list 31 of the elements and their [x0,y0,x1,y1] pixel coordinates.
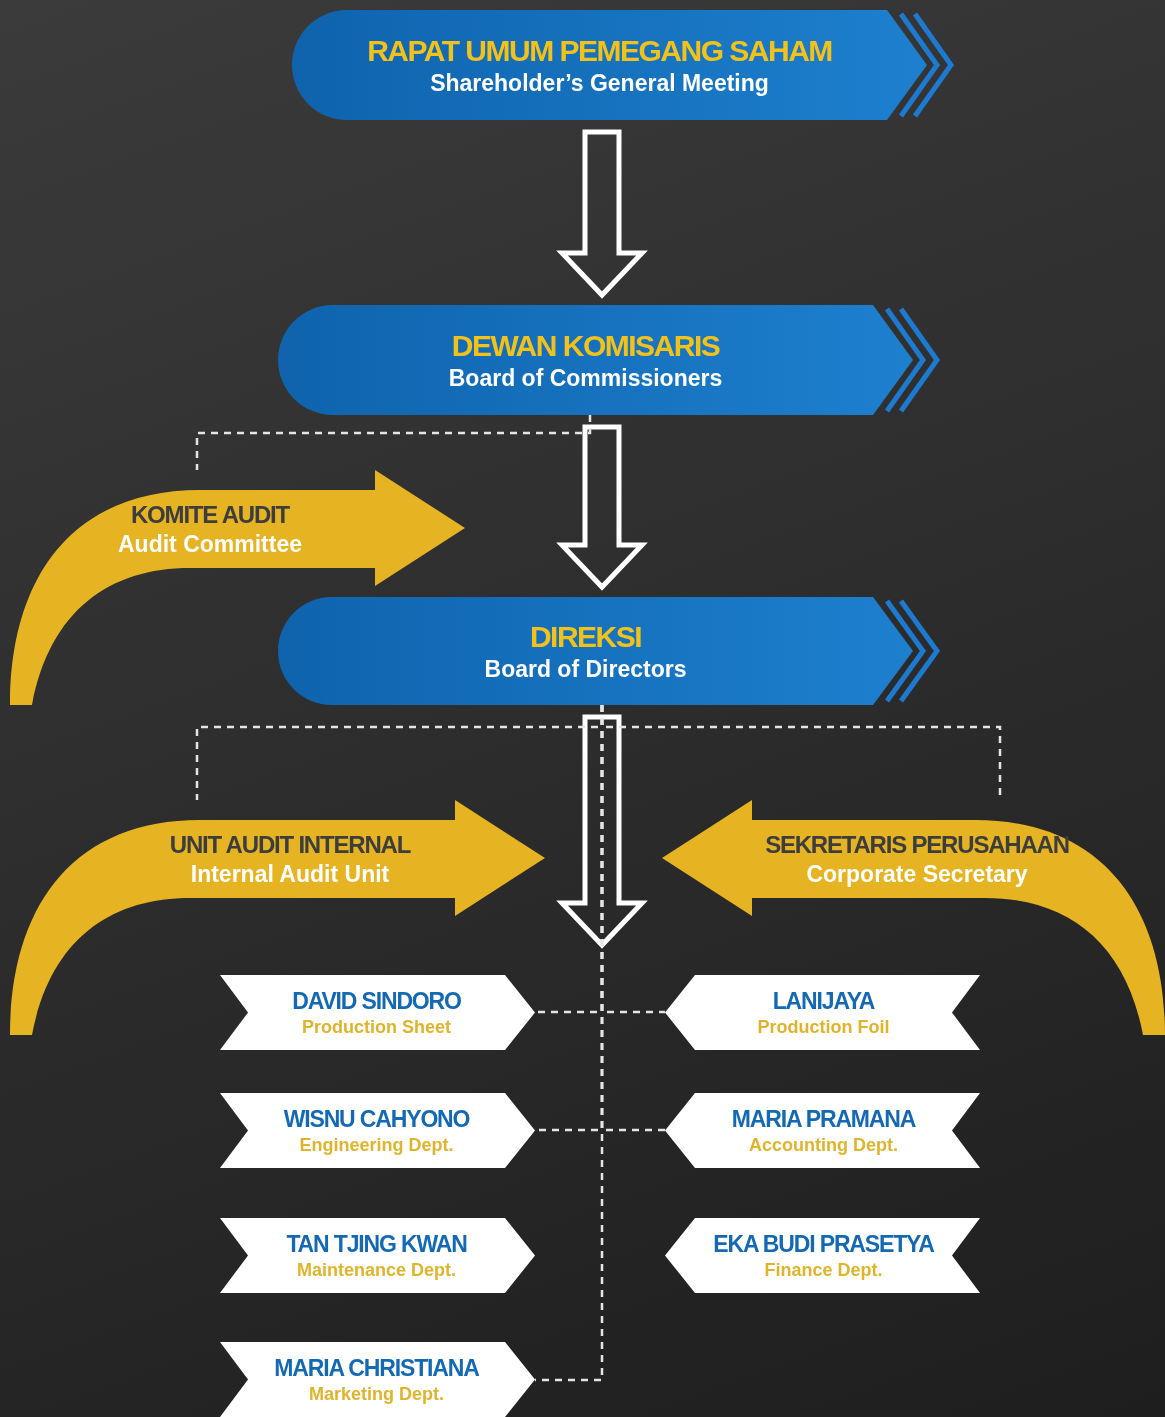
hollow-arrow [556,714,648,949]
unit-title: DAVID SINDORO [292,986,461,1016]
unit-subtitle: Audit Committee [118,529,302,559]
unit-subtitle: Finance Dept. [764,1258,883,1282]
unit-title: LANIJAYA [772,986,875,1016]
dashed-connector [535,705,604,1382]
unit-subtitle: Accounting Dept. [749,1133,898,1157]
unit-title: UNIT AUDIT INTERNAL [169,829,411,860]
unit-subtitle: Board of Commissioners [448,364,723,394]
unit-title: DEWAN KOMISARIS [451,327,720,364]
unit-title: MARIA PRAMANA [731,1104,916,1134]
unit-title: RAPAT UMUM PEMEGANG SAHAM [367,32,832,69]
unit-subtitle: Production Sheet [302,1015,451,1039]
hollow-arrow [556,424,648,591]
hollow-arrow [556,129,648,299]
unit-subtitle: Shareholder’s General Meeting [430,69,769,99]
unit-title: WISNU CAHYONO [283,1104,470,1134]
unit-title: MARIA CHRISTIANA [274,1353,479,1383]
unit-title: KOMITE AUDIT [131,499,289,530]
unit-subtitle: Maintenance Dept. [297,1258,456,1282]
unit-title: EKA BUDI PRASETYA [713,1229,934,1259]
unit-title: SEKRETARIS PERUSAHAAN [765,829,1069,860]
unit-subtitle: Corporate Secretary [806,859,1028,889]
unit-subtitle: Internal Audit Unit [190,859,390,889]
unit-subtitle: Board of Directors [484,655,687,685]
unit-subtitle: Marketing Dept. [309,1382,444,1406]
unit-subtitle: Engineering Dept. [299,1133,454,1157]
dashed-connector [195,415,592,470]
unit-title: DIREKSI [529,618,642,655]
unit-title: TAN TJING KWAN [286,1229,467,1259]
unit-subtitle: Production Foil [757,1015,890,1039]
